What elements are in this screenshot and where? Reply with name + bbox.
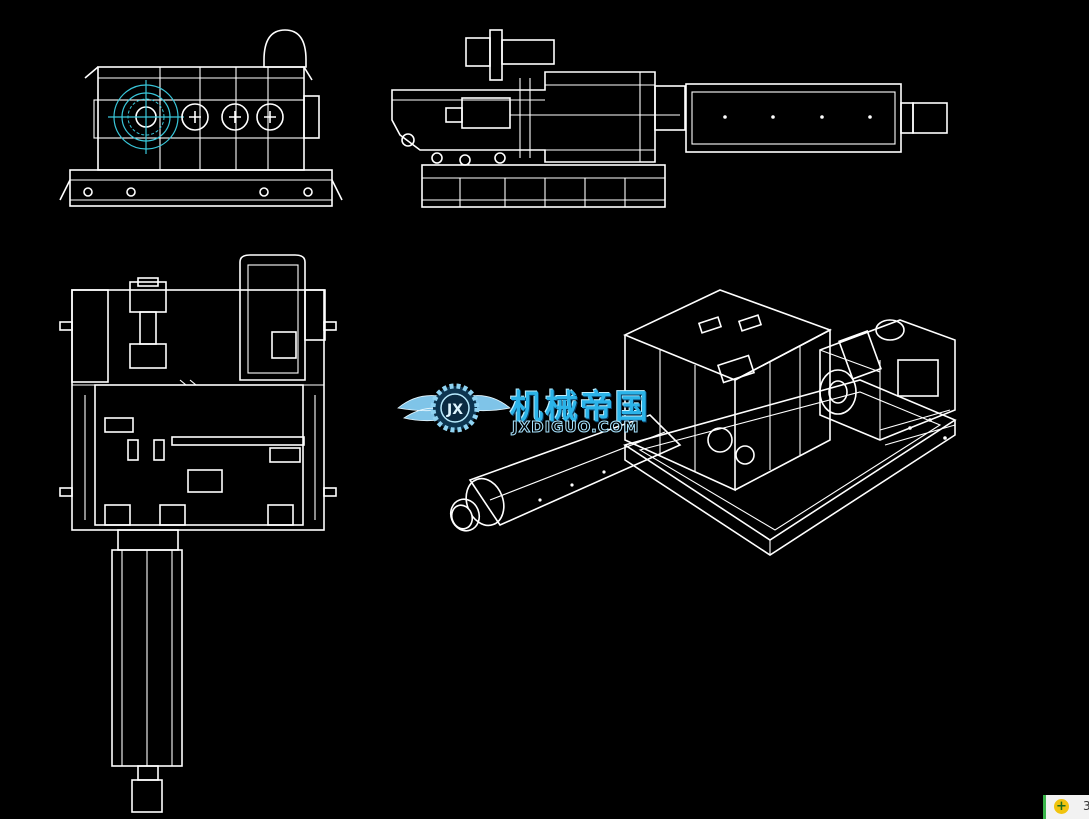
logo-badge-letters: JX: [446, 402, 463, 418]
add-circle-icon[interactable]: +: [1054, 799, 1069, 814]
watermark-name: 机械帝国: [510, 387, 650, 426]
isometric-view: [449, 289, 957, 556]
watermark-logo: JX: [397, 383, 511, 433]
status-indicator[interactable]: + 3: [1043, 795, 1089, 819]
side-view: [391, 29, 948, 208]
top-view: [59, 254, 337, 813]
status-text: 3: [1083, 799, 1089, 813]
watermark-site: JXDIGUO.COM: [511, 418, 640, 437]
front-view: [59, 29, 343, 207]
